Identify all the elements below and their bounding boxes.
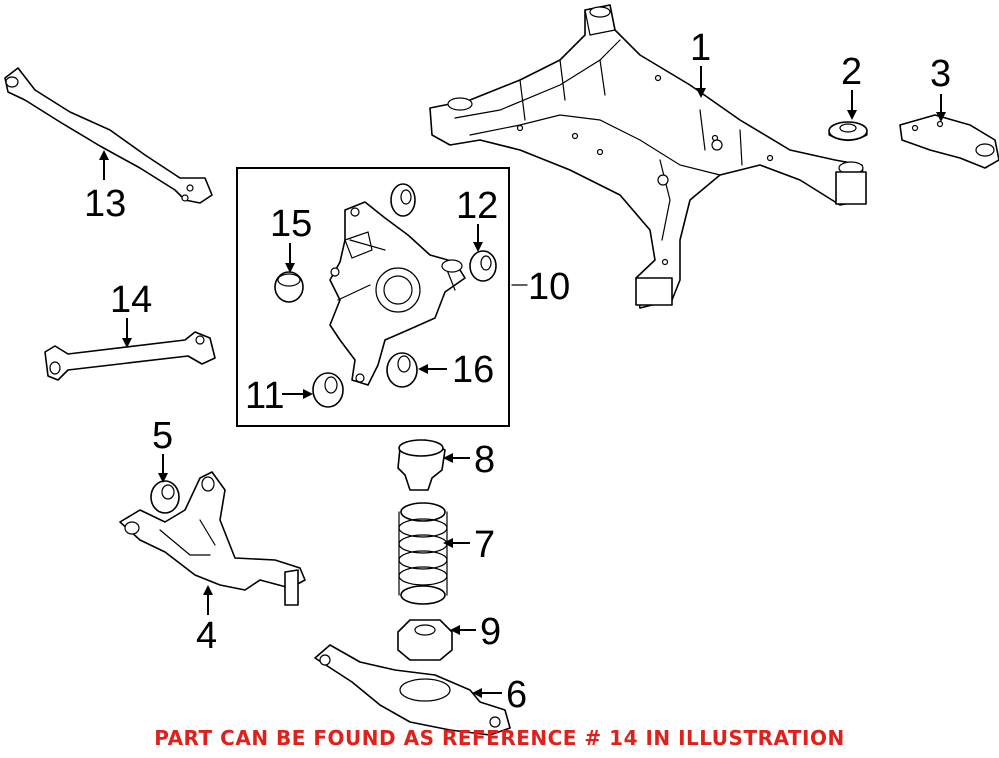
part-3-bracket	[899, 114, 999, 169]
part-6-lower-arm	[314, 644, 511, 736]
callout-arrows	[99, 66, 946, 698]
callout-12: 12	[456, 185, 498, 227]
part-9-spring-seat	[397, 619, 453, 661]
callout-2: 2	[841, 51, 862, 93]
part-8-bump-stop	[397, 439, 446, 491]
callout-6: 6	[506, 674, 527, 716]
callout-9: 9	[480, 611, 501, 653]
part-15-bushing	[274, 271, 304, 303]
callout-13: 13	[84, 183, 126, 225]
part-12-bushing	[469, 250, 497, 282]
callout-16: 16	[452, 349, 494, 391]
part-10-knuckle	[329, 201, 466, 386]
part-11-bushing	[312, 372, 344, 408]
callout-5: 5	[152, 415, 173, 457]
part-4-arm	[119, 471, 306, 606]
bushing-top	[390, 183, 416, 217]
callout-7: 7	[474, 524, 495, 566]
callout-15: 15	[270, 203, 312, 245]
part-1-subframe	[429, 4, 867, 309]
part-7-spring	[398, 502, 448, 605]
callout-1: 1	[690, 27, 711, 69]
callout-8: 8	[474, 439, 495, 481]
part-5-bushing	[150, 480, 180, 514]
callout-10: 10	[528, 266, 570, 308]
callout-4: 4	[196, 615, 217, 657]
knuckle-group-box	[236, 167, 510, 427]
reference-notice: PART CAN BE FOUND AS REFERENCE # 14 IN I…	[154, 726, 845, 750]
part-14-rod	[44, 331, 216, 381]
part-2-washer	[828, 121, 868, 142]
part-16-bushing	[386, 352, 418, 388]
callout-3: 3	[930, 53, 951, 95]
callout-11: 11	[245, 375, 284, 417]
part-13-link	[4, 67, 213, 204]
callout-14: 14	[110, 279, 152, 321]
